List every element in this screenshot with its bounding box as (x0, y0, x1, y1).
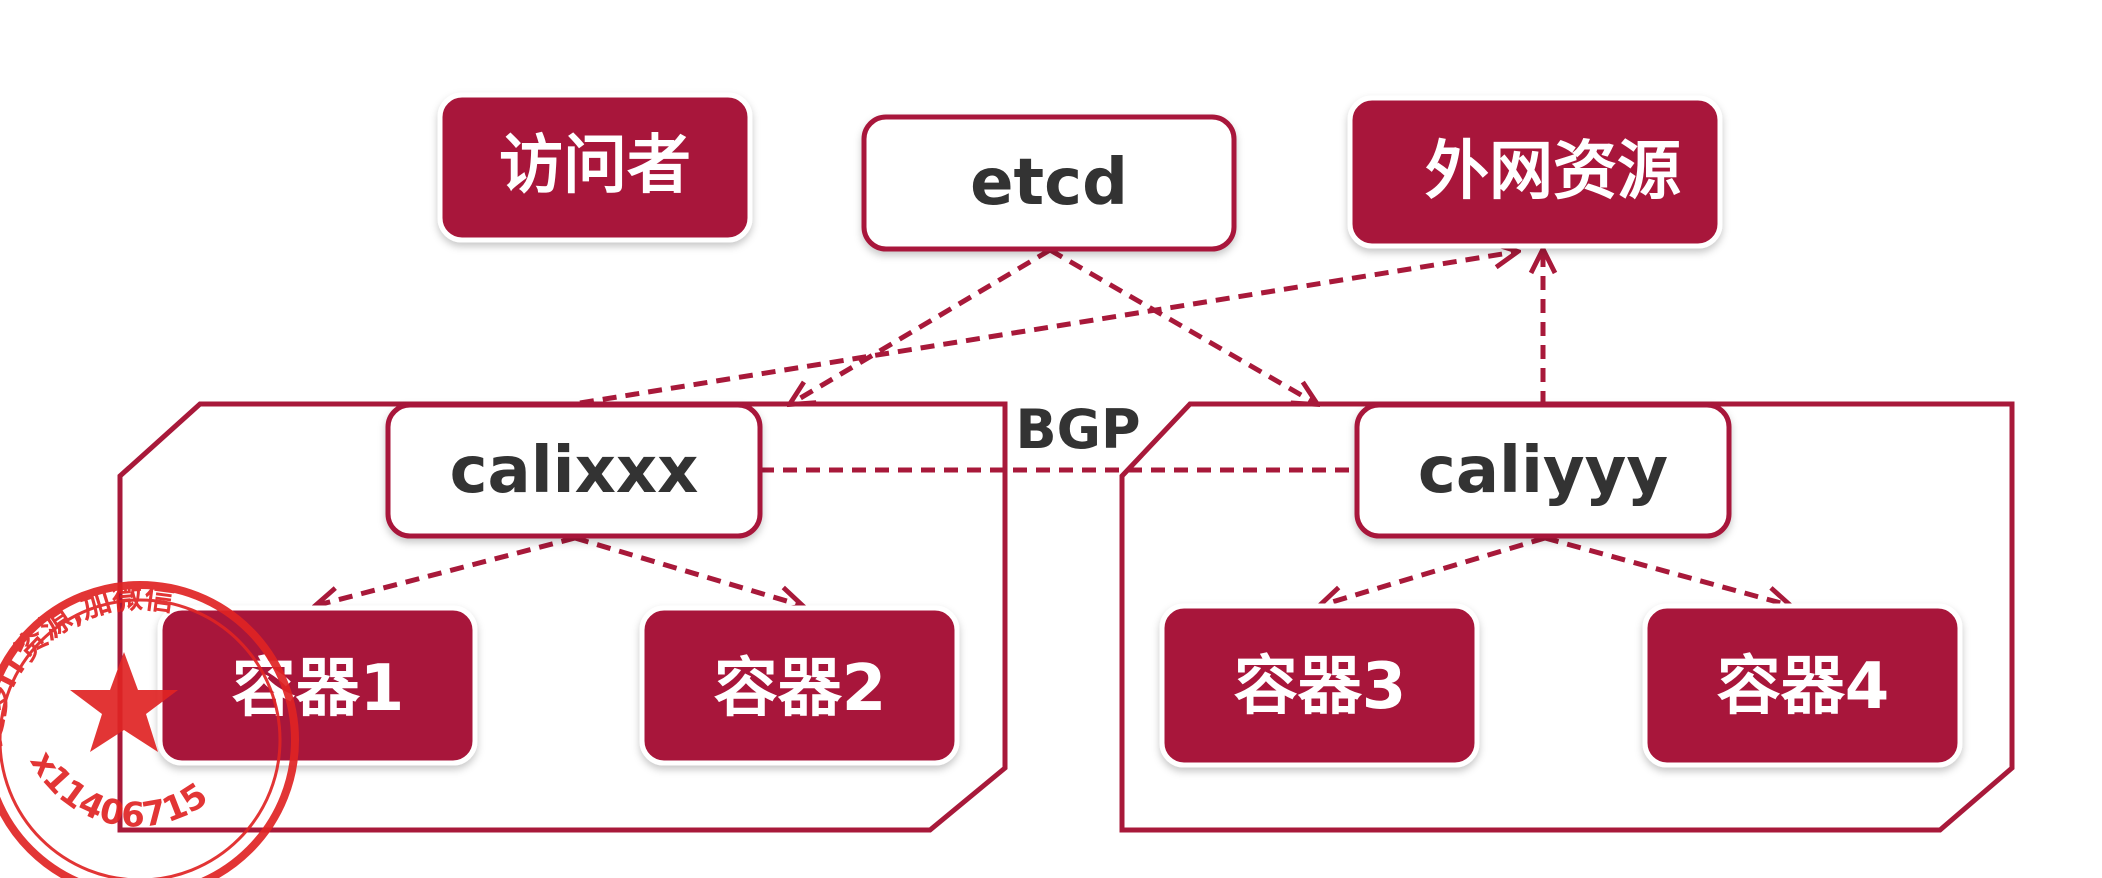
edge-etcd-calixxx (792, 247, 1052, 403)
node-visitor-label: 访问者 (499, 129, 691, 203)
connections (318, 250, 1788, 605)
node-etcd-label: etcd (970, 146, 1128, 220)
node-etcd (861, 114, 1237, 252)
edge-caliyyy-container3 (1322, 535, 1546, 605)
node-visitor (437, 92, 753, 243)
node-container2-label: 容器2 (714, 652, 887, 726)
host-frame-left (117, 401, 1008, 833)
host-frame-right (1119, 401, 2015, 833)
edge-calixxx-external (579, 252, 1515, 406)
node-container2 (639, 605, 960, 766)
edge-calixxx-container1 (318, 535, 576, 605)
node-container3 (1159, 603, 1480, 768)
star-icon (70, 652, 178, 752)
edge-calixxx-container2 (574, 535, 800, 605)
node-container1-label: 容器1 (232, 652, 405, 726)
node-caliyyy (1354, 402, 1732, 539)
node-calixxx-label: calixxx (450, 434, 699, 508)
edge-etcd-caliyyy (1048, 247, 1315, 403)
node-caliyyy-label: caliyyy (1418, 434, 1668, 508)
node-calixxx (385, 402, 763, 539)
edge-caliyyy-container4 (1544, 535, 1788, 605)
bgp-label: BGP (1015, 398, 1140, 461)
node-external (1347, 95, 1723, 249)
node-external-label: 外网资源 (1425, 135, 1681, 209)
watermark-ring-text: 更多IT资源,加微信 (0, 580, 176, 748)
node-container4 (1642, 603, 1963, 768)
node-container3-label: 容器3 (1234, 650, 1407, 724)
node-container4-label: 容器4 (1717, 650, 1890, 724)
node-container1 (157, 605, 478, 766)
